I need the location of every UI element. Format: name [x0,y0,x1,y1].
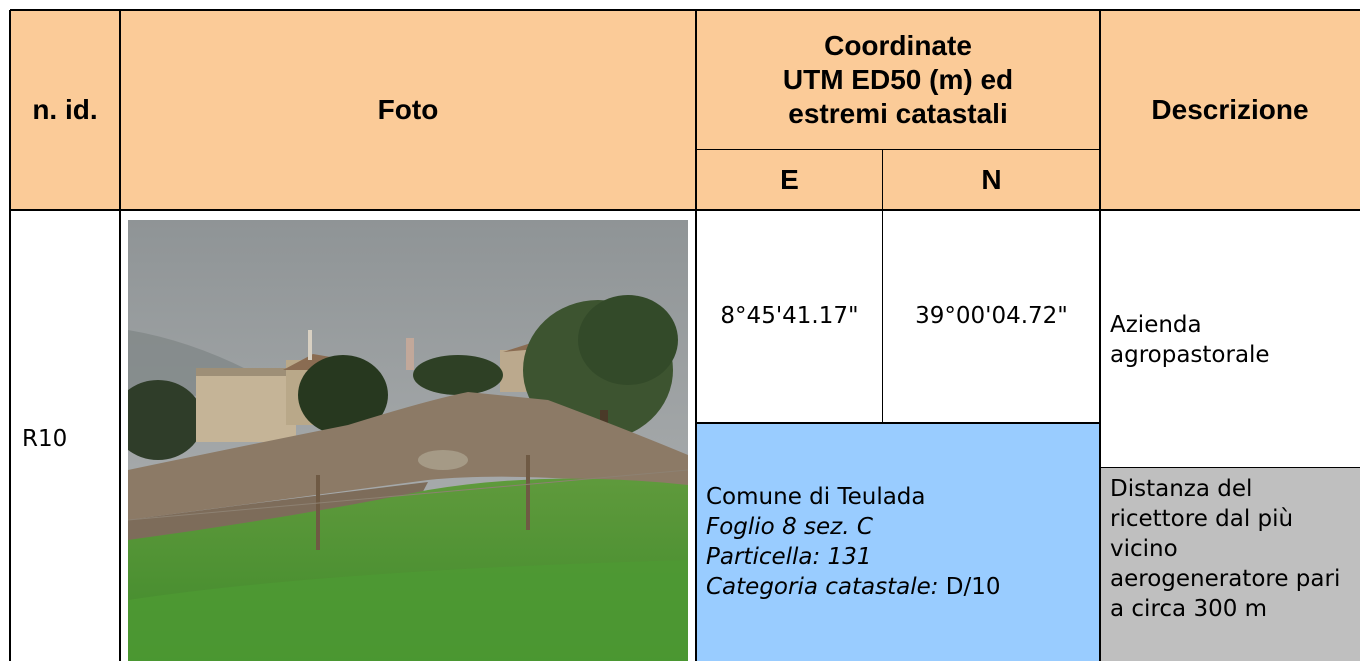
grid-col-2 [695,10,697,661]
distance-text: Distanza del ricettore dal più vicino ae… [1110,476,1341,622]
description-cell: Azienda agropastorale [1100,210,1360,468]
header-photo: Foto [120,10,696,210]
description-text: Azienda agropastorale [1110,312,1270,368]
north-value: 39°00'04.72" [915,303,1068,329]
north-value-cell: 39°00'04.72" [883,210,1100,422]
grid-line-header-bottom [10,209,1360,211]
header-east: E [696,150,883,210]
header-east-label: E [780,164,799,195]
header-id: n. id. [10,10,120,210]
cadastral-categoria-label: Categoria catastale: [706,574,939,600]
header-north-label: N [981,164,1002,195]
grid-line-coords-sub [696,149,1100,150]
header-coordinates-line1: Coordinate [824,30,972,61]
header-north: N [883,150,1100,210]
grid-col-en [882,150,883,422]
grid-line-description-row [1100,467,1360,468]
header-id-label: n. id. [32,94,98,125]
cadastral-categoria-value: D/10 [938,574,1001,600]
header-photo-label: Foto [377,94,439,125]
header-description: Descrizione [1100,10,1360,210]
header-description-label: Descrizione [1151,94,1309,125]
cadastral-foglio: Foglio 8 sez. C [706,514,873,540]
row-id-value: R10 [22,426,68,452]
east-value-cell: 8°45'41.17" [696,210,883,422]
grid-col-1 [119,10,121,661]
header-coordinates: Coordinate UTM ED50 (m) ed estremi catas… [696,10,1100,150]
cadastral-info: Comune di Teulada Foglio 8 sez. C Partic… [696,424,1100,661]
row-id: R10 [22,424,67,454]
grid-line-coords-row [696,422,1100,424]
cadastral-particella: Particella: 131 [706,544,872,570]
east-value: 8°45'41.17" [720,303,859,329]
receptor-photo [128,220,688,661]
cadastral-comune: Comune di Teulada [706,484,926,510]
table-border-left [9,10,11,661]
header-coordinates-line2: UTM ED50 (m) ed [782,64,1014,95]
distance-cell: Distanza del ricettore dal più vicino ae… [1100,468,1360,661]
receptor-photo-image [128,220,688,661]
header-coordinates-line3: estremi catastali [788,98,1008,129]
table-border-top [10,9,1360,11]
grid-col-3 [1099,10,1101,661]
